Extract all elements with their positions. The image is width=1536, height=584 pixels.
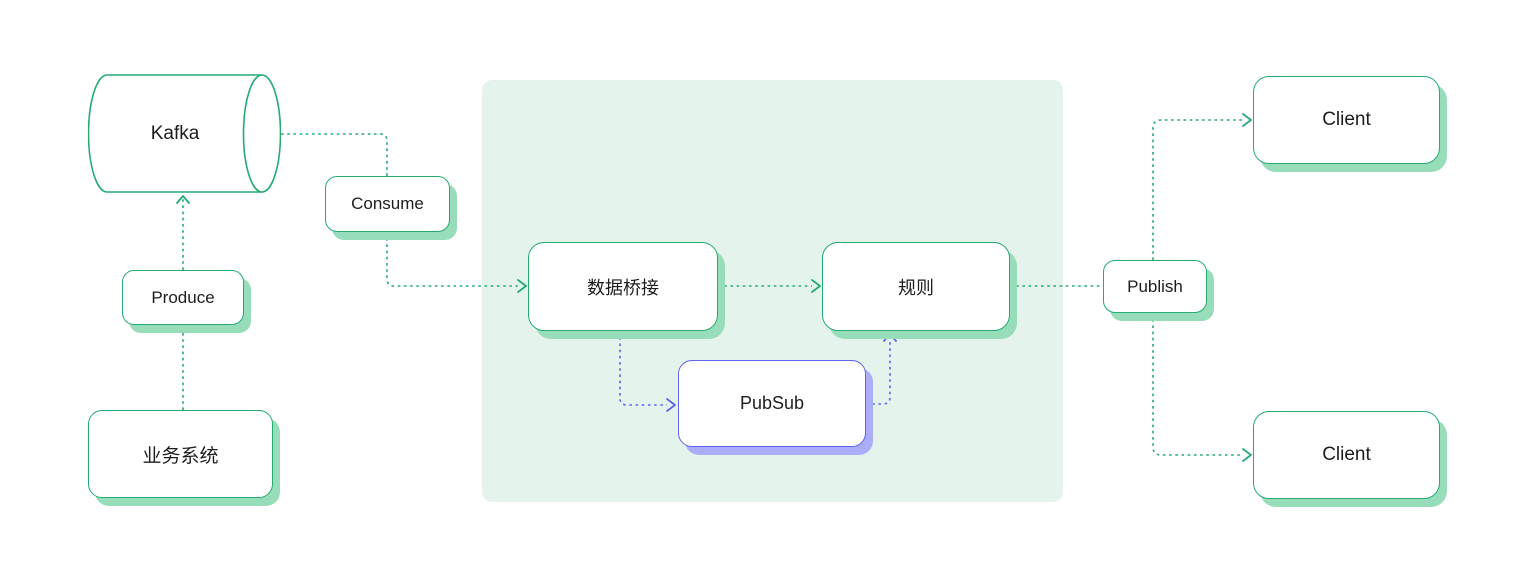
node-client-bottom-label: Client bbox=[1322, 444, 1371, 465]
node-client-top-label: Client bbox=[1322, 109, 1371, 130]
node-client-top: Client bbox=[1253, 76, 1440, 164]
arrowhead-up-icon bbox=[176, 195, 190, 204]
node-produce: Produce bbox=[122, 270, 244, 325]
arrowhead-right-icon bbox=[811, 279, 821, 293]
edge-publish-client-bottom bbox=[1152, 313, 1243, 456]
edge-pubsub-rules bbox=[866, 338, 891, 405]
node-business-system: 业务系统 bbox=[88, 410, 273, 498]
node-publish-label: Publish bbox=[1127, 276, 1183, 296]
edge-publish-client-top bbox=[1152, 119, 1243, 260]
node-rules-label: 规则 bbox=[898, 277, 934, 298]
arrowhead-right-icon bbox=[517, 279, 527, 293]
edge-kafka-consume bbox=[281, 133, 388, 176]
node-publish: Publish bbox=[1103, 260, 1207, 313]
edge-consume-bridge bbox=[386, 232, 518, 287]
node-pubsub-label: PubSub bbox=[739, 393, 805, 413]
node-consume-label: Consume bbox=[351, 194, 424, 213]
node-produce-label: Produce bbox=[151, 287, 215, 307]
node-data-bridge: 数据桥接 bbox=[528, 242, 718, 331]
arrowhead-right-icon bbox=[1242, 448, 1252, 462]
arrowhead-right-icon bbox=[1242, 113, 1252, 127]
node-rules: 规则 bbox=[822, 242, 1010, 331]
node-kafka-label: Kafka bbox=[150, 122, 200, 144]
cylinder-shape-icon bbox=[88, 74, 281, 193]
node-client-bottom: Client bbox=[1253, 411, 1440, 499]
node-business-system-label: 业务系统 bbox=[142, 445, 219, 467]
arrowhead-up-icon bbox=[883, 333, 897, 342]
arrowhead-right-icon bbox=[666, 398, 676, 412]
edge-bridge-pubsub bbox=[619, 331, 667, 406]
node-consume: Consume bbox=[325, 176, 450, 232]
node-kafka: Kafka bbox=[88, 74, 281, 193]
node-data-bridge-label: 数据桥接 bbox=[587, 277, 659, 298]
node-pubsub: PubSub bbox=[678, 360, 866, 447]
